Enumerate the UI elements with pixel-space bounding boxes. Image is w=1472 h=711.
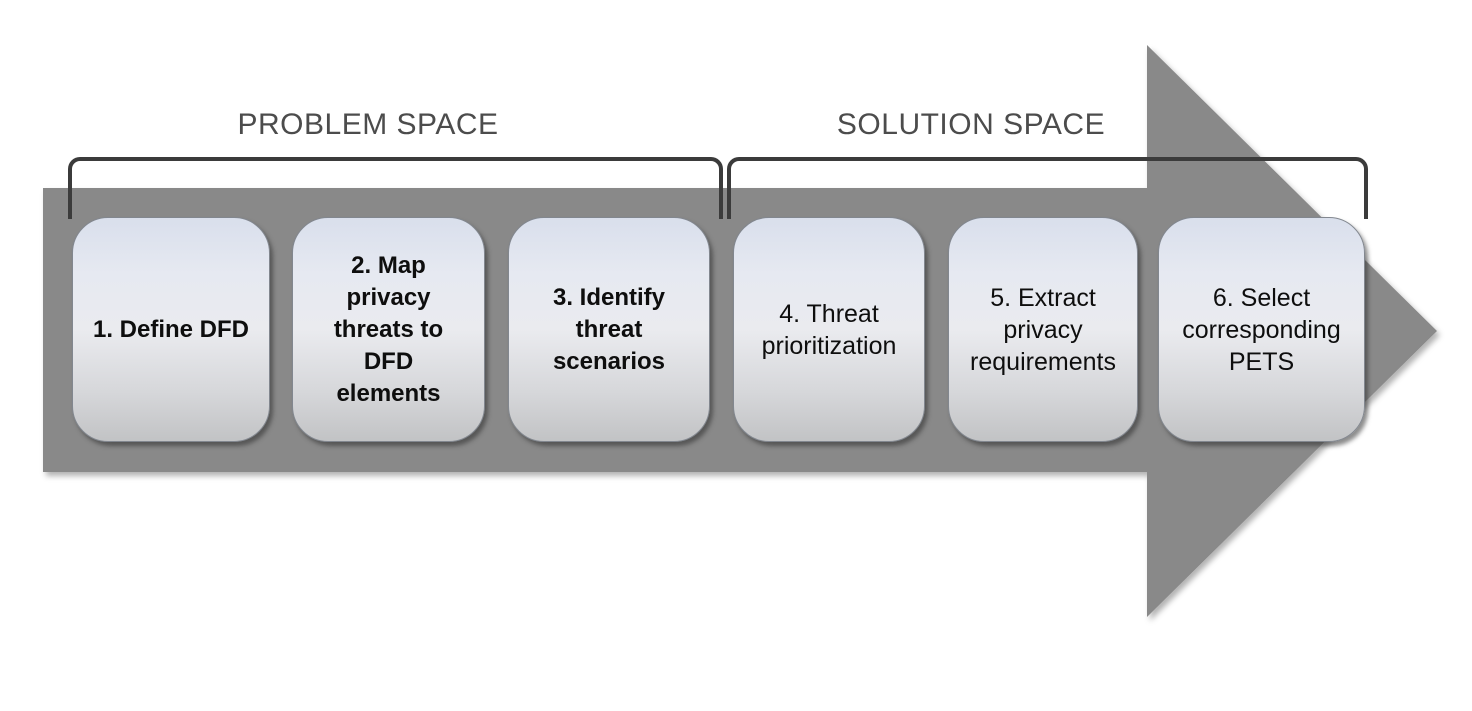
solution-space-label: SOLUTION SPACE: [836, 108, 1106, 141]
step-label: 2. Map privacy threats to DFD elements: [333, 251, 444, 407]
step-label: 1. Define DFD: [92, 315, 250, 343]
problem-space-bracket: [68, 157, 723, 219]
step-label: 5. Extract privacy requirements: [970, 283, 1116, 376]
step-box-identify-threat-scenarios: 3. Identify threat scenarios: [508, 217, 710, 442]
step-box-threat-prioritization: 4. Threat prioritization: [733, 217, 925, 442]
step-label: 4. Threat prioritization: [761, 299, 897, 360]
step-box-define-dfd: 1. Define DFD: [72, 217, 270, 442]
problem-space-label: PROBLEM SPACE: [237, 108, 499, 141]
solution-space-bracket: [727, 157, 1368, 219]
step-box-extract-privacy-requirements: 5. Extract privacy requirements: [948, 217, 1138, 442]
step-box-select-corresponding-pets: 6. Select corresponding PETS: [1158, 217, 1365, 442]
step-box-map-privacy-threats: 2. Map privacy threats to DFD elements: [292, 217, 485, 442]
step-label: 3. Identify threat scenarios: [552, 283, 666, 375]
step-label: 6. Select corresponding PETS: [1182, 283, 1341, 376]
